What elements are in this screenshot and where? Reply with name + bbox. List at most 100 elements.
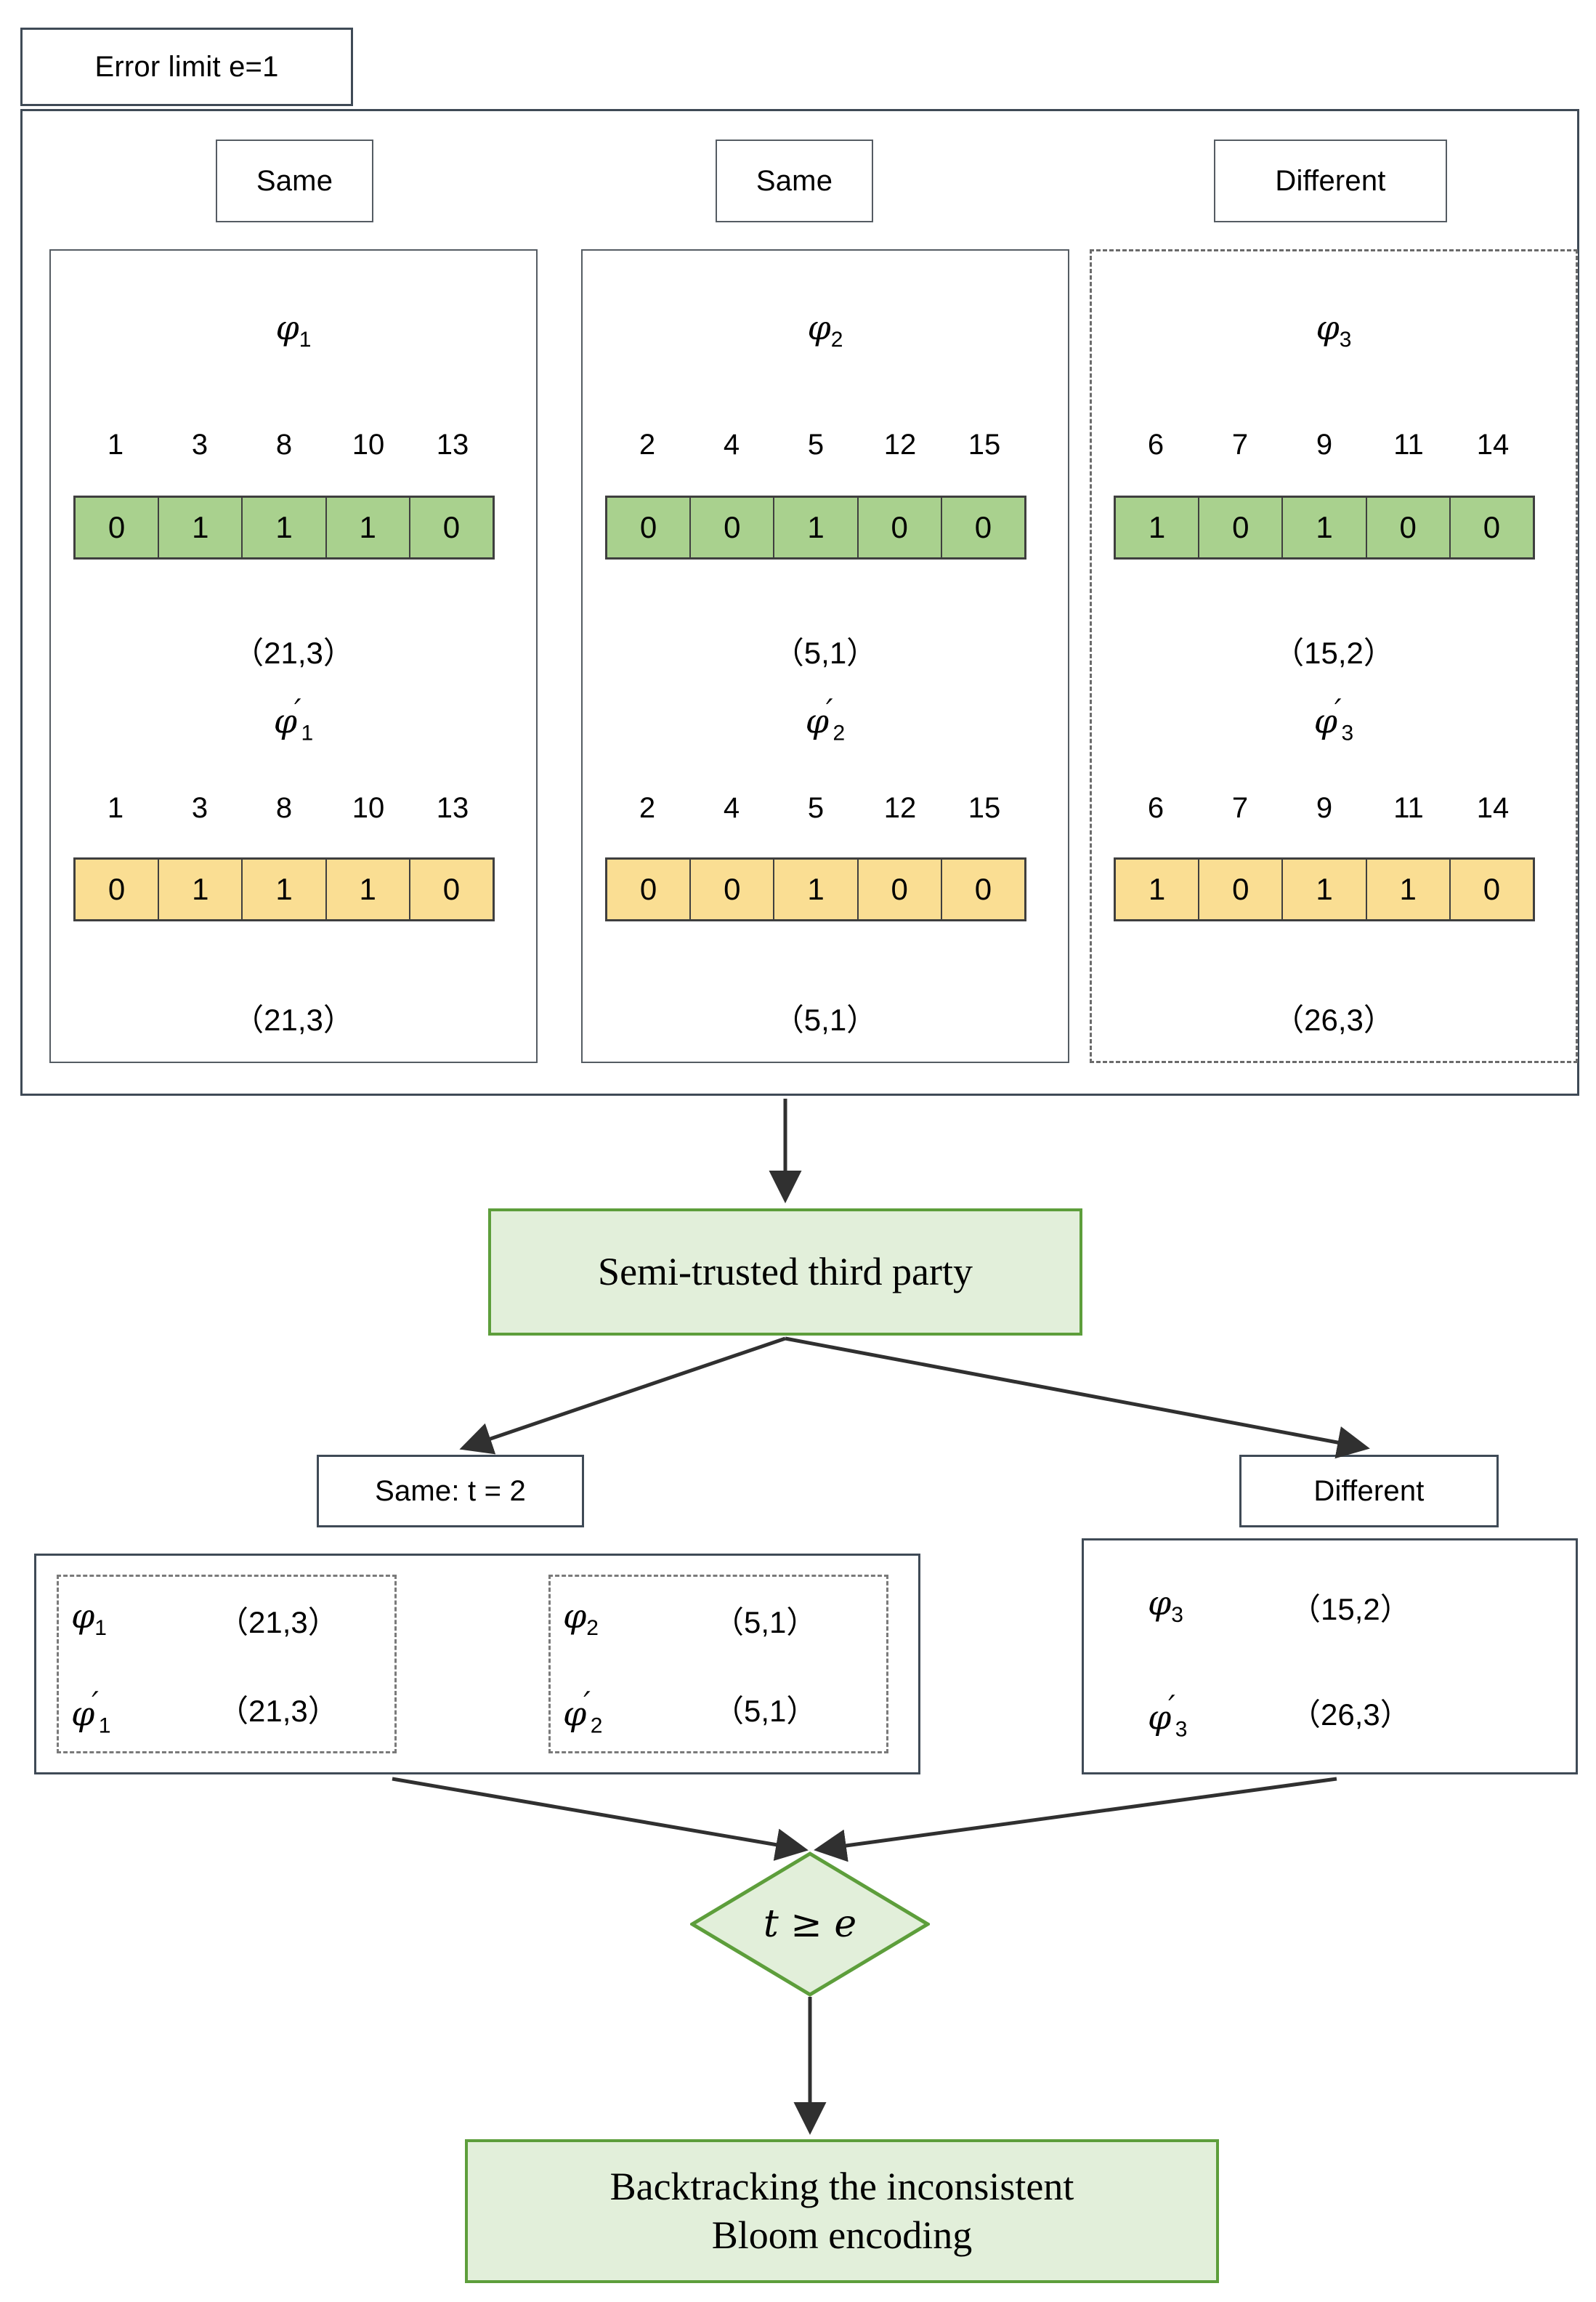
phi-symbol: φ1 (275, 308, 312, 352)
phi-symbol: φ2 (807, 308, 843, 352)
phi-symbol: φ3 (1316, 308, 1352, 352)
different-results-container (1082, 1538, 1578, 1774)
index-row-1-original: 2 4 5 12 15 (605, 429, 1026, 465)
pair-value: （15,2） (1273, 635, 1394, 670)
error-limit-badge: Error limit e=1 (20, 28, 353, 106)
pair-value: （5,1） (773, 1002, 878, 1037)
pair-2-original: （15,2） (1090, 629, 1578, 672)
bit-cell: 1 (774, 498, 859, 557)
pair-value: （21,3） (218, 1694, 339, 1728)
bit-cell: 1 (1366, 860, 1451, 919)
index-cell: 11 (1393, 429, 1424, 461)
column-panel-0 (49, 249, 538, 1063)
bit-cell: 1 (159, 498, 243, 557)
phi-label-0-modified: φ′1 (49, 692, 538, 746)
column-panel-1 (581, 249, 1069, 1063)
index-cell: 13 (436, 792, 469, 824)
verdict-tab-2-label: Different (1275, 164, 1386, 197)
bit-cell: 1 (1283, 860, 1367, 919)
bit-array-1-original: 0 0 1 0 0 (605, 496, 1026, 560)
same-group-0 (57, 1575, 397, 1753)
index-cell: 15 (968, 429, 1001, 461)
pair-value: （21,3） (233, 1002, 354, 1037)
index-cell: 1 (107, 792, 124, 824)
phi-symbol: φ3 (1148, 1583, 1183, 1628)
bit-cell: 0 (941, 860, 1025, 919)
pair-value: （5,1） (773, 635, 878, 670)
pair-value: （5,1） (713, 1694, 817, 1728)
bit-cell: 1 (1116, 860, 1200, 919)
index-cell: 10 (352, 792, 385, 824)
bit-cell: 0 (1366, 498, 1451, 557)
arrow-third-party-to-different (785, 1336, 1370, 1459)
index-row-1-modified: 2 4 5 12 15 (605, 792, 1026, 828)
verdict-tab-0: Same (216, 140, 373, 222)
phi-label-1-modified: φ′2 (581, 692, 1069, 746)
same-group-0-row-1: φ′1 （21,3） (65, 1682, 391, 1738)
bit-array-1-modified: 0 0 1 0 0 (605, 857, 1026, 921)
bit-cell: 0 (1450, 860, 1534, 919)
bit-cell: 0 (76, 498, 160, 557)
outcome-line-1: Backtracking the inconsistent (609, 2164, 1074, 2208)
phi-prime-symbol: φ′3 (1313, 692, 1354, 746)
bit-array-2-original: 1 0 1 0 0 (1114, 496, 1535, 560)
phi-prime-symbol: φ′2 (805, 692, 846, 746)
index-cell: 8 (275, 792, 293, 824)
index-cell: 7 (1231, 792, 1249, 824)
bit-cell: 0 (858, 498, 942, 557)
index-row-2-modified: 6 7 9 11 14 (1114, 792, 1535, 828)
same-result-tab-label: Same: t = 2 (375, 1474, 526, 1507)
phi-prime-symbol: φ′2 (563, 1685, 603, 1738)
semi-trusted-third-party-box: Semi-trusted third party (488, 1208, 1082, 1336)
index-cell: 15 (968, 792, 1001, 824)
phi-symbol: φ1 (71, 1596, 107, 1641)
index-cell: 9 (1316, 429, 1333, 461)
different-result-tab: Different (1239, 1455, 1499, 1527)
bit-cell: 0 (941, 498, 1025, 557)
index-cell: 5 (807, 429, 825, 461)
pair-value: （21,3） (233, 635, 354, 670)
pair-value: （26,3） (1290, 1697, 1411, 1732)
arrow-same-to-decision (392, 1777, 809, 1861)
verdict-tab-0-label: Same (256, 164, 333, 197)
index-cell: 14 (1476, 429, 1510, 461)
same-group-1 (548, 1575, 888, 1753)
index-row-2-original: 6 7 9 11 14 (1114, 429, 1535, 465)
pair-value: （21,3） (218, 1605, 339, 1639)
bit-cell: 0 (607, 860, 692, 919)
index-cell: 4 (723, 429, 740, 461)
outcome-line-2: Bloom encoding (711, 2213, 973, 2257)
index-cell: 6 (1147, 792, 1164, 824)
pair-value: （5,1） (713, 1605, 817, 1639)
index-cell: 11 (1393, 792, 1424, 824)
bit-cell: 1 (326, 498, 410, 557)
bit-cell: 1 (243, 860, 327, 919)
bit-cell: 1 (159, 860, 243, 919)
bit-array-2-modified: 1 0 1 1 0 (1114, 857, 1535, 921)
index-cell: 14 (1476, 792, 1510, 824)
index-row-0-original: 1 3 8 10 13 (73, 429, 495, 465)
bit-array-0-modified: 0 1 1 1 0 (73, 857, 495, 921)
phi-prime-symbol: φ′1 (71, 1685, 111, 1738)
pair-value: （15,2） (1290, 1592, 1411, 1626)
decision-label: t ≥ e (763, 1902, 857, 1946)
bit-cell: 1 (1283, 498, 1367, 557)
bit-cell: 0 (607, 498, 692, 557)
index-cell: 7 (1231, 429, 1249, 461)
column-panel-2 (1090, 249, 1578, 1063)
index-cell: 10 (352, 429, 385, 461)
phi-label-2-modified: φ′3 (1090, 692, 1578, 746)
different-group-row-0: φ3 （15,2） (1141, 1580, 1504, 1631)
verdict-tab-1: Same (716, 140, 873, 222)
arrow-different-to-decision (814, 1777, 1337, 1862)
index-cell: 12 (883, 429, 917, 461)
phi-prime-symbol: φ′1 (273, 692, 314, 746)
bit-cell: 0 (76, 860, 160, 919)
index-cell: 4 (723, 792, 740, 824)
bit-cell: 0 (410, 498, 493, 557)
semi-trusted-third-party-label: Semi-trusted third party (598, 1249, 973, 1293)
index-cell: 9 (1316, 792, 1333, 824)
bit-cell: 0 (410, 860, 493, 919)
pair-value: （26,3） (1273, 1002, 1394, 1037)
